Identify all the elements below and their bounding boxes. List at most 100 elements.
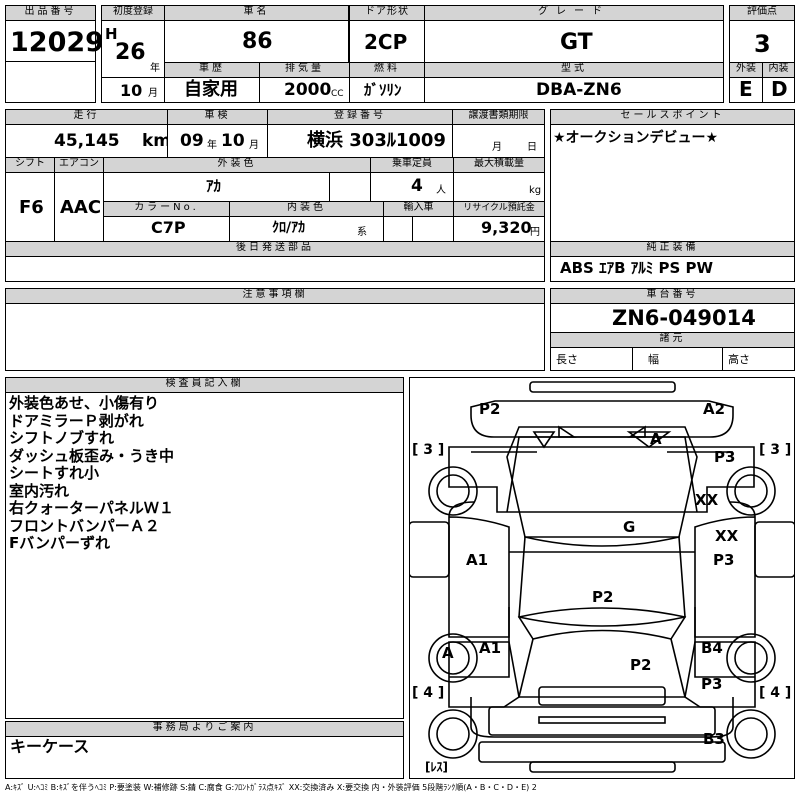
displacement: 2000 [284, 80, 332, 100]
sales-label: セールスポイント [550, 109, 795, 125]
plate-label: 登録番号 [267, 109, 453, 125]
ac: AAC [60, 197, 102, 218]
damage-mark: P2 [479, 400, 500, 418]
name-box [164, 20, 349, 63]
mileage-box [5, 124, 168, 158]
color-no: C7P [151, 218, 186, 237]
disp-label: 排気量 [259, 62, 350, 78]
shift: F6 [19, 197, 44, 218]
equipment-box [550, 256, 795, 282]
color: ｱｶ [206, 177, 222, 195]
shaken-label: 車検 [167, 109, 268, 125]
damage-mark: A [650, 430, 662, 448]
lot-label: 出品番号 [5, 5, 96, 21]
kei-unit: 系 [357, 227, 367, 238]
bracket-rear-right: [ 4 ] [759, 685, 791, 701]
transfer-day: 日 [527, 142, 537, 153]
plate: 横浜 303ﾙ1009 [307, 130, 446, 151]
reg-box [101, 20, 165, 78]
damage-legend: A:ｷｽﾞ U:ﾍｺﾐ B:ｷｽﾞを伴うﾍｺﾐ P:要塗装 W:補修跡 S:錆 … [5, 783, 537, 792]
damage-mark: P3 [714, 448, 735, 466]
model-label: 型式 [424, 62, 724, 78]
shaken-year-unit: 年 [207, 140, 217, 151]
later-parts-box [5, 256, 545, 282]
office-box [5, 736, 404, 779]
damage-mark: XX [695, 491, 719, 509]
interior-color: ｸﾛ/ｱｶ [272, 220, 306, 236]
recycle: 9,320 [481, 218, 532, 237]
lot-blank [5, 61, 96, 103]
shaken-month: 10 [221, 131, 245, 151]
sales-text: ★オークションデビュー★ [553, 130, 719, 146]
note-line: 右クォーターパネルＷ１ [9, 499, 174, 517]
bracket-spare: [ﾚｽ] [425, 760, 448, 774]
interior-color-box [229, 216, 384, 242]
import-label: 輸入車 [383, 201, 454, 217]
grade-box [424, 20, 724, 63]
damage-mark: P2 [630, 656, 651, 674]
shaken-month-unit: 月 [249, 140, 259, 151]
color-no-label: カラーNo. [103, 201, 230, 217]
transfer-label: 譲渡書類期限 [452, 109, 545, 125]
width-label: 幅 [648, 353, 659, 366]
damage-mark: B4 [701, 639, 723, 657]
int-box [762, 77, 795, 103]
import-box-a [383, 216, 413, 242]
office-label: 事務局よりご案内 [5, 721, 404, 737]
mileage-label: 走行 [5, 109, 168, 125]
damage-diagram-frame [409, 377, 795, 779]
import-box-b [412, 216, 454, 242]
yen-unit: 円 [530, 227, 540, 238]
ext-box [729, 77, 763, 103]
damage-mark: A2 [703, 400, 725, 418]
bracket-front-left: [ 3 ] [412, 442, 444, 458]
grade-label: グレード [424, 5, 724, 21]
shift-label: シフト [5, 157, 55, 173]
cc-unit: CC [331, 89, 344, 99]
color-box [103, 172, 371, 202]
note-line: シートすれ小 [9, 464, 100, 482]
inspector-label: 検査員記入欄 [5, 377, 404, 393]
fuel-box [349, 77, 425, 103]
lot-box [5, 20, 96, 62]
bracket-rear-left: [ 4 ] [412, 685, 444, 701]
office-text: キーケース [10, 737, 90, 756]
color-subcell [329, 172, 371, 202]
reg-month: 10 [120, 81, 143, 100]
color-no-box [103, 216, 230, 242]
damage-mark: A1 [466, 551, 488, 569]
int-grade: D [771, 77, 788, 101]
note-line: ダッシュ板歪み・うき中 [9, 446, 175, 465]
fuel-label: 燃料 [349, 62, 425, 78]
damage-mark: A1 [479, 639, 501, 657]
damage-mark: XX [715, 527, 739, 545]
era: H [105, 25, 118, 43]
shaken-year: 09 [180, 131, 204, 151]
model: DBA-ZN6 [536, 80, 622, 100]
sales-box [550, 124, 795, 242]
mileage: 45,145 [54, 131, 120, 151]
ext-label: 外装 [729, 62, 763, 78]
lot-number: 12029 [10, 27, 104, 58]
transfer-box [452, 124, 545, 158]
door-label: ドア形状 [349, 5, 425, 21]
note-line: 室内汚れ [9, 481, 70, 500]
km-unit: km [142, 131, 172, 151]
ext-grade: E [739, 77, 753, 101]
damage-mark: G [623, 518, 635, 536]
person-unit: 人 [436, 185, 446, 196]
damage-mark: A [442, 644, 454, 662]
history: 自家用 [184, 79, 238, 100]
load-label: 最大積載量 [453, 157, 545, 173]
capacity: 4 [411, 176, 423, 196]
caution-label: 注意事項欄 [5, 288, 545, 304]
specs-label: 諸元 [550, 332, 795, 348]
score-label: 評価点 [729, 5, 795, 21]
score-box [729, 20, 795, 63]
later-parts-label: 後日発送部品 [5, 241, 545, 257]
height-label: 高さ [728, 353, 750, 366]
damage-mark: B3 [703, 730, 725, 748]
color-label: 外装色 [103, 157, 371, 173]
